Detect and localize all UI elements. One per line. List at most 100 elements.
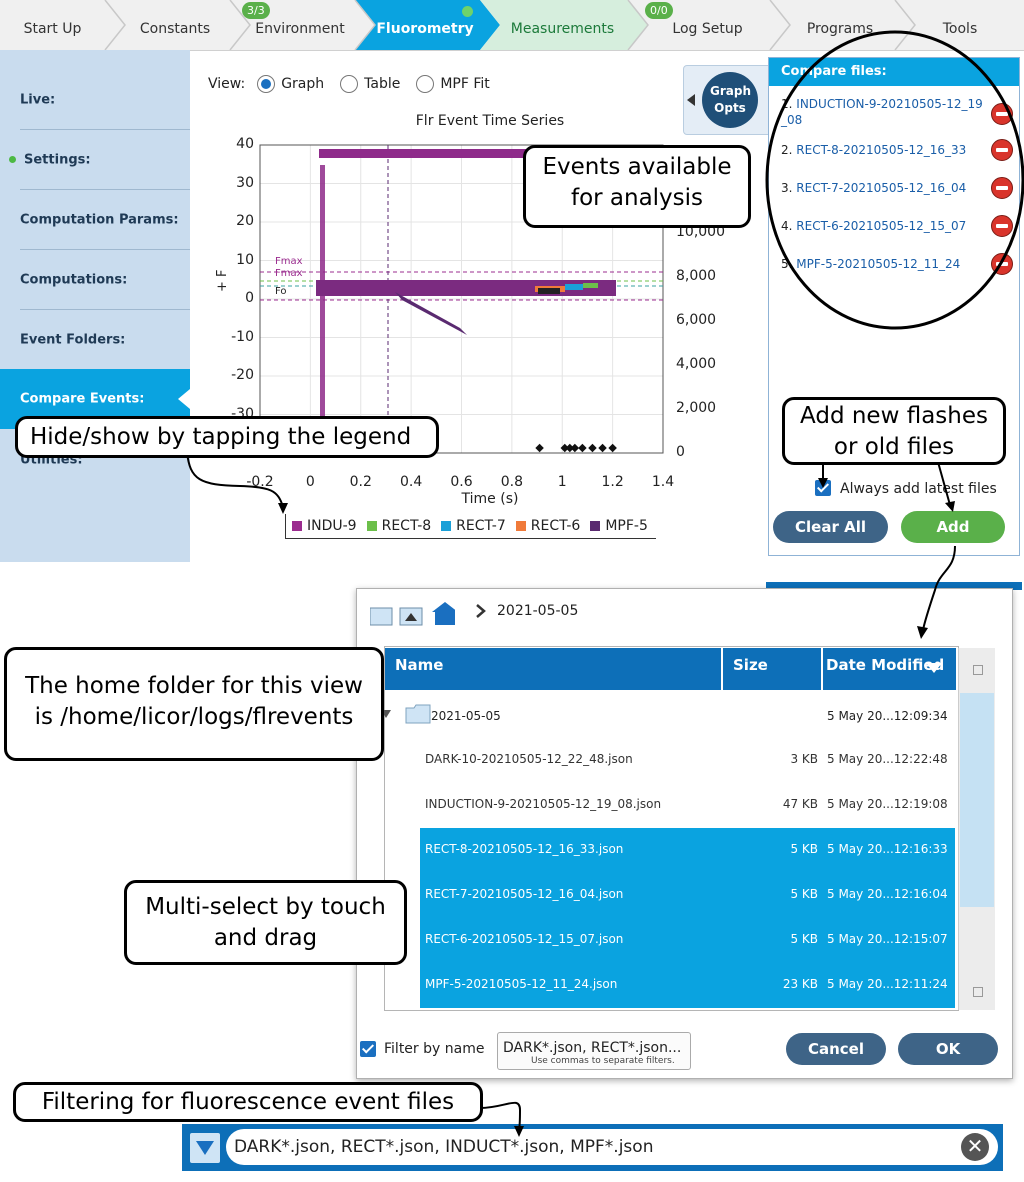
environment-status-badge: 3/3 [242, 2, 270, 19]
legend-label: RECT-8 [381, 518, 432, 534]
new-folder-icon[interactable] [370, 607, 393, 626]
x-tick-label: 0 [305, 474, 315, 490]
legend-label: RECT-6 [530, 518, 581, 534]
filter-by-name-checkbox[interactable] [360, 1041, 376, 1057]
compare-file-item[interactable]: 2. RECT-8-20210505-12_16_33 [781, 143, 966, 157]
legend-item[interactable]: RECT-6 [515, 518, 581, 534]
compare-file-item[interactable]: 3. RECT-7-20210505-12_16_04 [781, 181, 966, 195]
tab-log-setup[interactable]: Log Setup [645, 0, 770, 50]
legend-item[interactable]: RECT-8 [366, 518, 432, 534]
column-label: Size [733, 656, 768, 674]
file-number: 2. [781, 143, 793, 157]
sidebar-item-live[interactable]: Live: [0, 70, 190, 130]
ok-button[interactable]: OK [898, 1033, 998, 1065]
sidebar-item-computations[interactable]: Computations: [0, 250, 190, 310]
scroll-up-icon[interactable] [973, 665, 983, 675]
compare-file-item[interactable]: 1. INDUCTION-9-20210505-12_19_08 [781, 96, 986, 128]
filter-hint: Use commas to separate filters. [531, 1056, 675, 1066]
graph-opts-button[interactable]: Graph Opts [702, 72, 758, 128]
sidebar-item-computation-params[interactable]: Computation Params: [0, 190, 190, 250]
sidebar-item-event-folders[interactable]: Event Folders: [0, 310, 190, 370]
callout-filtering: Filtering for fluorescence event files [13, 1082, 483, 1122]
filter-bar-input[interactable]: DARK*.json, RECT*.json, INDUCT*.json, MP… [226, 1129, 998, 1165]
cancel-button[interactable]: Cancel [786, 1033, 886, 1065]
compare-file-item[interactable]: 4. RECT-6-20210505-12_15_07 [781, 219, 966, 233]
file-date: 5 May 20...12:19:08 [827, 797, 948, 811]
tab-measurements[interactable]: Measurements [495, 0, 630, 50]
legend-item[interactable]: RECT-7 [441, 518, 506, 534]
file-number: 1. [781, 97, 793, 111]
scrollbar-thumb[interactable] [960, 693, 994, 907]
filter-bar-value: DARK*.json, RECT*.json, INDUCT*.json, MP… [234, 1137, 654, 1157]
column-header-name[interactable]: Name [385, 648, 721, 690]
column-label: Name [395, 656, 444, 674]
plot-frame [259, 144, 664, 454]
home-folder-icon[interactable] [432, 602, 455, 625]
remove-file-icon[interactable] [991, 253, 1013, 275]
tab-environment[interactable]: Environment [245, 0, 355, 50]
sort-descending-icon[interactable] [926, 663, 942, 673]
x-tick-label: -0.2 [246, 474, 274, 490]
folder-name[interactable]: 2021-05-05 [431, 709, 501, 723]
chart-legend[interactable]: INDU-9 RECT-8 RECT-7 RECT-6 MPF-5 [285, 514, 656, 539]
view-label: View: [208, 76, 246, 92]
folder-icon [405, 704, 431, 724]
filter-input[interactable]: DARK*.json, RECT*.json... Use commas to … [497, 1032, 691, 1070]
tab-tools[interactable]: Tools [910, 0, 1010, 50]
file-name: RECT-6-20210505-12_15_07 [796, 219, 967, 233]
breadcrumb-path[interactable]: 2021-05-05 [497, 603, 579, 619]
file-name: INDUCTION-9-20210505-12_19_08.json [425, 797, 662, 811]
tab-fluorometry[interactable]: Fluorometry [370, 0, 480, 50]
clear-all-button[interactable]: Clear All [773, 511, 888, 543]
x-tick-label: 0.8 [500, 474, 523, 490]
tab-constants[interactable]: Constants [120, 0, 230, 50]
clear-filter-icon[interactable]: ✕ [961, 1133, 989, 1161]
q-point [535, 443, 544, 453]
y2-tick-label: 4,000 [676, 356, 717, 372]
file-size: 23 KB [782, 977, 818, 991]
always-add-checkbox[interactable] [815, 480, 831, 496]
filter-dropdown-button[interactable] [190, 1133, 220, 1163]
dropdown-arrow-icon [196, 1141, 214, 1155]
indu-9-plateau [319, 149, 529, 158]
y2-tick-label: 6,000 [676, 312, 717, 328]
tab-start-up[interactable]: Start Up [0, 0, 105, 50]
y2-tick-label: 0 [676, 444, 685, 460]
y-tick-label: 10 [236, 251, 254, 268]
graph-radio[interactable] [257, 75, 276, 93]
tab-label: Constants [139, 21, 211, 37]
mpf-fit-radio[interactable] [416, 75, 435, 93]
folder-date: 5 May 20...12:09:34 [827, 709, 948, 723]
remove-file-icon[interactable] [991, 215, 1013, 237]
sidebar-item-label: Computation Params: [20, 212, 179, 228]
column-label: Date Modified [826, 656, 945, 674]
legend-swatch [292, 521, 302, 531]
file-name: RECT-7-20210505-12_16_04 [796, 181, 967, 195]
remove-file-icon[interactable] [991, 139, 1013, 161]
remove-file-icon[interactable] [991, 103, 1013, 125]
add-button[interactable]: Add [901, 511, 1005, 543]
settings-status-dot [9, 156, 16, 163]
file-number: 5. [781, 257, 793, 271]
sidebar-item-settings[interactable]: Settings: [0, 130, 190, 190]
remove-file-icon[interactable] [991, 177, 1013, 199]
collapse-arrow-icon[interactable] [687, 94, 697, 106]
indu-9-spike [320, 165, 325, 450]
column-header-size[interactable]: Size [723, 648, 821, 690]
y-tick-label: 20 [236, 213, 254, 229]
q-point [578, 443, 587, 453]
scroll-down-icon[interactable] [973, 987, 983, 997]
table-radio-label: Table [364, 76, 401, 92]
compare-file-item[interactable]: 5. MPF-5-20210505-12_11_24 [781, 257, 960, 271]
legend-item[interactable]: INDU-9 [292, 518, 357, 534]
tab-programs[interactable]: Programs [785, 0, 895, 50]
q-point [588, 443, 597, 453]
table-radio[interactable] [340, 75, 359, 93]
legend-item[interactable]: MPF-5 [590, 518, 648, 534]
